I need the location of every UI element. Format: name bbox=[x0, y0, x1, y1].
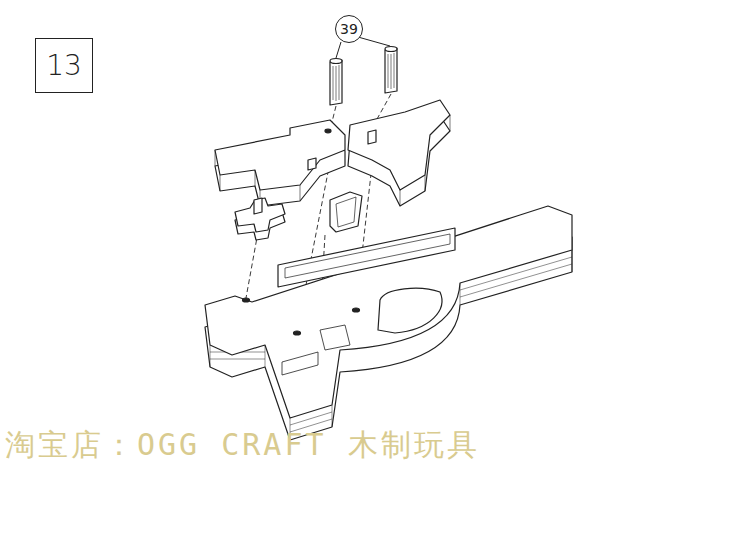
callout-number: 39 bbox=[340, 21, 358, 37]
watermark: 淘宝店：OGG CRAFT 木制玩具 bbox=[5, 425, 480, 466]
step-number-box: 13 bbox=[35, 38, 93, 93]
step-number: 13 bbox=[46, 49, 82, 82]
callout-circle: 39 bbox=[335, 15, 363, 43]
